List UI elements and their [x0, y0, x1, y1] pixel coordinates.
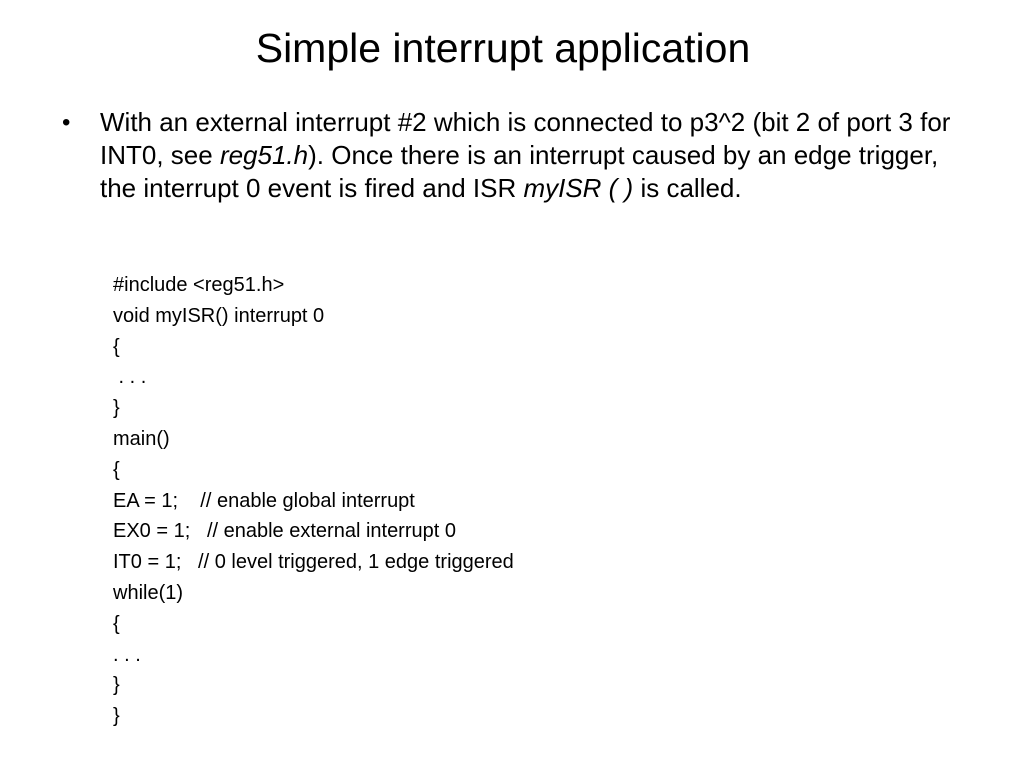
bullet-icon: •	[62, 109, 71, 136]
code-line: {	[113, 335, 120, 358]
code-line: main()	[113, 427, 170, 450]
code-line: #include <reg51.h>	[113, 274, 285, 296]
code-line: . . .	[113, 366, 147, 389]
code-line: }	[113, 705, 120, 728]
bullet-text-part-2: ). Once there is an interrupt caused by …	[100, 140, 939, 203]
isr-name: myISR ( )	[523, 173, 634, 203]
code-line: void myISR() interrupt 0	[113, 304, 325, 327]
code-line: {	[113, 612, 120, 635]
code-line: while(1)	[113, 581, 184, 604]
code-line: }	[113, 397, 120, 420]
code-line: IT0 = 1; // 0 level triggered, 1 edge tr…	[113, 551, 514, 574]
bullet-text-part-1: With an external interrupt #2 which is c…	[100, 107, 951, 170]
code-line: EA = 1; // enable global interrupt	[113, 489, 415, 512]
bullet-text-part-3: is called.	[633, 173, 742, 203]
bullet-text: With an external interrupt #2 which is c…	[100, 106, 977, 205]
bullet-item: • With an external interrupt #2 which is…	[62, 106, 977, 205]
code-listing: #include <reg51.h> void myISR() interrup…	[113, 270, 813, 732]
header-file-name: reg51.h	[219, 140, 309, 170]
code-line: {	[113, 458, 120, 481]
slide-title: Simple interrupt application	[255, 25, 751, 71]
code-line: EX0 = 1; // enable external interrupt 0	[113, 520, 456, 543]
code-line: . . .	[113, 643, 141, 666]
code-line: }	[113, 674, 120, 697]
